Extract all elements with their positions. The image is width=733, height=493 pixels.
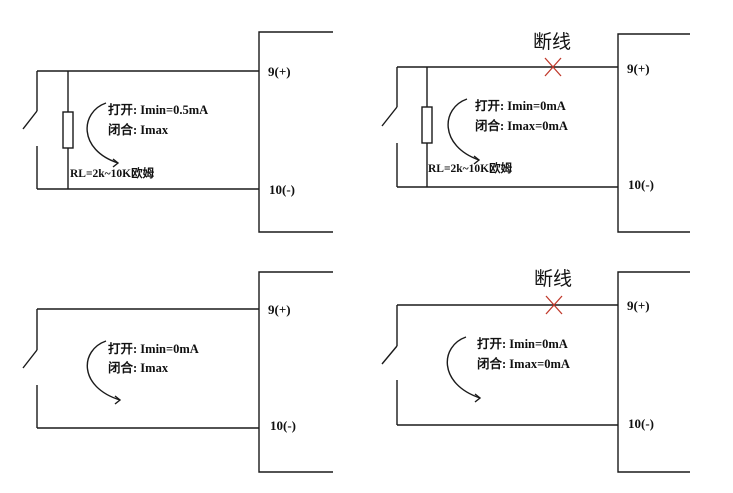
current-arrow xyxy=(447,98,480,161)
terminal-negative: 10(-) xyxy=(628,416,654,431)
switch-contact xyxy=(22,110,38,130)
device-box xyxy=(617,271,690,473)
break-mark-b xyxy=(545,295,563,315)
current-arrow xyxy=(86,340,121,401)
terminal-negative: 10(-) xyxy=(628,177,654,192)
diagram-2-with-resistor-broken: 断线 打开: Imin=0mA 闭合: Imax=0mA RL=2k~10K欧姆… xyxy=(381,31,690,233)
break-label: 断线 xyxy=(533,31,571,53)
close-state-text: 闭合: Imax xyxy=(108,360,169,375)
diagram-3-no-resistor: 打开: Imin=0mA 闭合: Imax 9(+) 10(-) xyxy=(22,271,333,473)
diagram-1-with-resistor: 打开: Imin=0.5mA 闭合: Imax RL=2k~10K欧姆 9(+)… xyxy=(22,31,333,233)
terminal-negative: 10(-) xyxy=(269,182,295,197)
diagram-4-no-resistor-broken: 断线 打开: Imin=0mA 闭合: Imax=0mA 9(+) 10(-) xyxy=(381,268,690,473)
open-state-text: 打开: Imin=0mA xyxy=(477,336,568,351)
close-state-text: 闭合: Imax xyxy=(108,122,169,137)
device-box xyxy=(258,271,333,473)
close-state-text: 闭合: Imax=0mA xyxy=(477,356,570,371)
current-arrowhead xyxy=(112,158,120,168)
terminal-positive: 9(+) xyxy=(268,64,291,79)
resistor xyxy=(421,106,433,144)
current-arrowhead xyxy=(114,395,122,405)
device-box xyxy=(617,33,690,233)
terminal-negative: 10(-) xyxy=(270,418,296,433)
terminal-positive: 9(+) xyxy=(268,302,291,317)
break-mark-b xyxy=(544,57,562,77)
switch-contact xyxy=(381,106,398,127)
close-state-text: 闭合: Imax=0mA xyxy=(475,118,568,133)
resistor xyxy=(62,111,74,149)
open-state-text: 打开: Imin=0.5mA xyxy=(108,102,208,117)
current-arrowhead xyxy=(473,155,481,165)
resistor-label: RL=2k~10K欧姆 xyxy=(428,161,513,175)
current-arrow xyxy=(446,336,481,399)
resistor-label: RL=2k~10K欧姆 xyxy=(70,166,155,180)
device-box xyxy=(258,31,333,233)
terminal-positive: 9(+) xyxy=(627,61,650,76)
open-state-text: 打开: Imin=0mA xyxy=(108,341,199,356)
open-state-text: 打开: Imin=0mA xyxy=(475,98,566,113)
current-arrowhead xyxy=(474,393,482,403)
switch-contact xyxy=(22,349,38,369)
terminal-positive: 9(+) xyxy=(627,298,650,313)
break-label: 断线 xyxy=(534,268,572,290)
current-arrow xyxy=(86,102,119,164)
switch-contact xyxy=(381,345,398,365)
